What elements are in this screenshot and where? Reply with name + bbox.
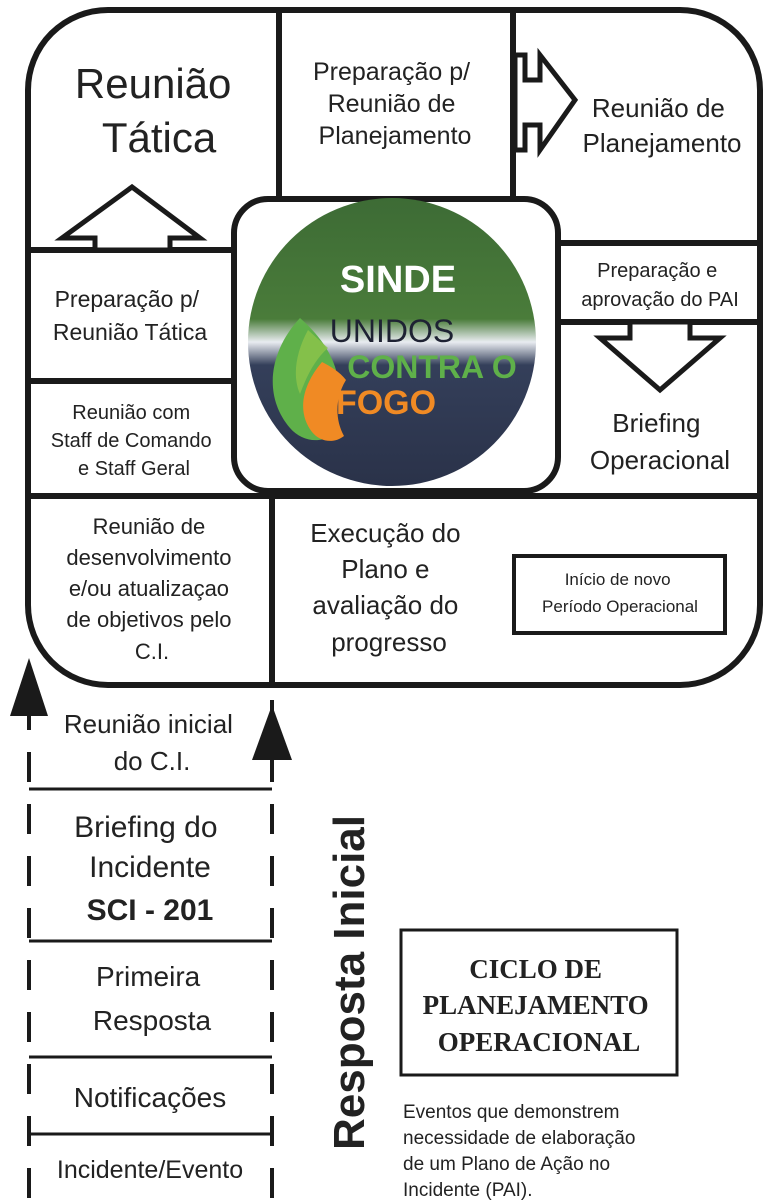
sinde-logo: SINDE UNIDOS CONTRA O FOGO xyxy=(248,198,536,486)
reuniao-staff-label: Reunião com Staff de Comando e Staff Ger… xyxy=(51,402,217,480)
arrow-up-icon xyxy=(54,183,208,253)
briefing-incidente-label: Briefing do Incidente xyxy=(74,811,226,884)
reuniao-planejamento-label: Reunião de Planejamento xyxy=(583,93,742,158)
arrow-up-left-icon xyxy=(10,658,48,716)
inicio-novo-periodo-label: Início de novo Período Operacional xyxy=(542,570,698,616)
reuniao-desenvolvimento-label: Reunião de desenvolvimento e/ou atualiza… xyxy=(66,514,237,664)
caption-text: Eventos que demonstrem necessidade de el… xyxy=(403,1102,641,1201)
inicio-novo-periodo-box xyxy=(512,554,727,635)
primeira-resposta-label: Primeira Resposta xyxy=(93,961,212,1036)
reuniao-inicial-label: Reunião inicial do C.I. xyxy=(64,709,240,776)
arrow-down-icon xyxy=(593,319,727,394)
sci-201-label: SCI - 201 xyxy=(87,894,214,927)
logo-title: SINDE xyxy=(340,259,456,301)
resposta-inicial-label: Resposta Inicial xyxy=(325,815,374,1150)
arrow-up-inner-icon xyxy=(252,705,292,760)
briefing-operacional-label: Briefing Operacional xyxy=(590,408,730,475)
incidente-evento-label: Incidente/Evento xyxy=(57,1156,243,1184)
reuniao-tatica-label: Reunião Tática xyxy=(75,60,243,161)
title-box xyxy=(399,928,679,1077)
prep-reuniao-planejamento-label: Preparação p/ Reunião de Planejamento xyxy=(313,58,477,150)
prep-aprovacao-pai-label: Preparação e aprovação do PAI xyxy=(581,260,739,311)
initial-response-lines xyxy=(27,700,274,1201)
cycle-frame xyxy=(25,7,763,688)
arrow-right-icon xyxy=(512,47,579,158)
logo-line2: CONTRA O xyxy=(347,349,516,385)
execucao-plano-label: Execução do Plano e avaliação do progres… xyxy=(310,518,468,657)
logo-line1: UNIDOS xyxy=(330,313,454,349)
prep-reuniao-tatica-label: Preparação p/ Reunião Tática xyxy=(53,286,207,345)
notificacoes-label: Notificações xyxy=(74,1082,227,1113)
logo-line3: FOGO xyxy=(336,384,436,422)
title-box-label: CICLO DE PLANEJAMENTO OPERACIONAL xyxy=(423,954,656,1057)
